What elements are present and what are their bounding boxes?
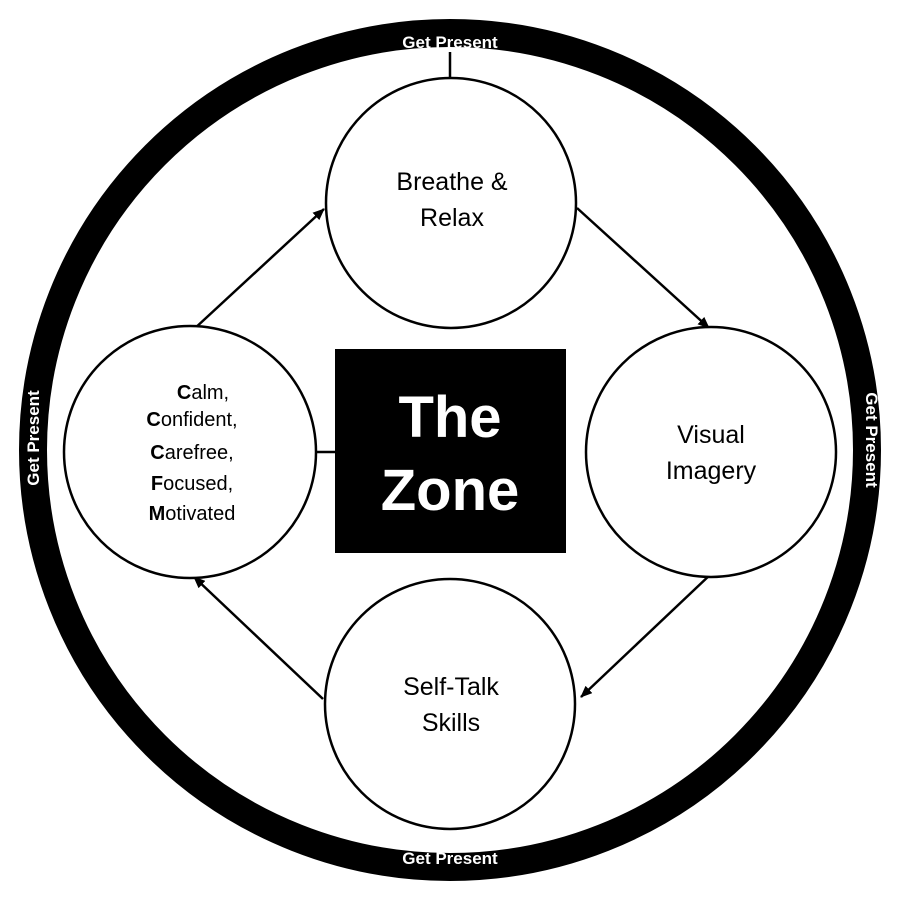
state-rest: alm,: [191, 382, 229, 404]
ring-label-bottom: Get Present: [402, 849, 498, 868]
ring-label-left: Get Present: [24, 390, 43, 486]
zone-box: [335, 349, 566, 553]
state-rest: arefree,: [165, 442, 234, 464]
visual-label-line2: Imagery: [666, 457, 757, 485]
ring-label-right: Get Present: [862, 392, 881, 488]
ring-label-top: Get Present: [402, 33, 498, 52]
state-initial: M: [149, 503, 166, 525]
state-confident: Confident,: [146, 409, 237, 431]
state-motivated: Motivated: [149, 503, 236, 525]
state-rest: onfident,: [161, 409, 238, 431]
state-rest: ocused,: [163, 473, 233, 495]
zone-title-line1: The: [398, 385, 501, 450]
state-initial: C: [146, 409, 160, 431]
node-mental-states: [62, 324, 318, 580]
state-initial: F: [151, 473, 163, 495]
node-breathe-relax: [324, 76, 578, 330]
state-carefree: Carefree,: [150, 442, 233, 464]
arrow-states-to-breathe: [192, 208, 325, 331]
state-focused: Focused,: [151, 473, 233, 495]
breathe-label-line2: Relax: [420, 204, 484, 232]
state-calm: Calm,: [177, 382, 229, 404]
get-present-ring: [19, 19, 881, 881]
state-initial: C: [150, 442, 164, 464]
selftalk-label-line1: Self-Talk: [403, 673, 499, 701]
breathe-label-line1: Breathe &: [396, 168, 508, 196]
selftalk-label-line2: Skills: [422, 709, 480, 737]
state-rest: otivated: [165, 503, 235, 525]
node-visual-imagery: [584, 325, 838, 579]
visual-label-line1: Visual: [677, 421, 745, 449]
state-initial: C: [177, 382, 191, 404]
node-self-talk-skills: [323, 577, 577, 831]
zone-title-line2: Zone: [381, 458, 520, 523]
arrow-visual-to-selftalk: [580, 572, 713, 698]
arrow-selftalk-to-states: [193, 576, 324, 700]
arrow-breathe-to-visual: [576, 207, 710, 329]
